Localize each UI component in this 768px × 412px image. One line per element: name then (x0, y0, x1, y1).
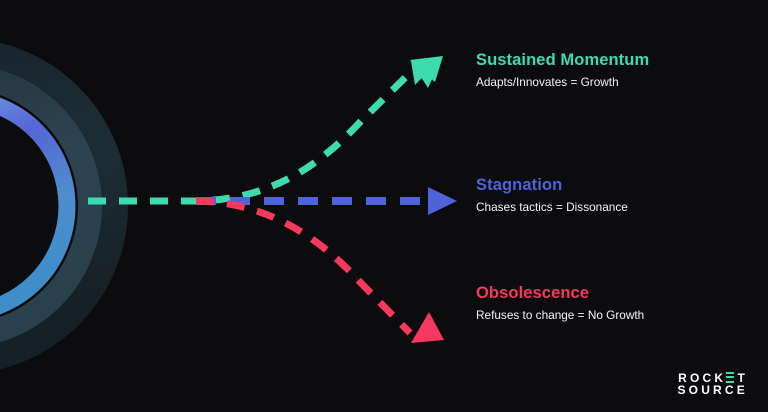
inner-ring (0, 97, 76, 315)
stagnation-title: Stagnation (476, 176, 563, 194)
stagnation-subtitle: Chases tactics = Dissonance (476, 200, 628, 215)
outer-ring (0, 42, 128, 370)
sustained-momentum-path (88, 56, 443, 205)
rocket-source-logo: ROCK T SOURCE (677, 370, 748, 397)
logo-line-source: SOURCE (677, 382, 748, 397)
momentum-arrowhead-solid (410, 56, 443, 88)
logo-rocket-prefix: ROCK (678, 370, 727, 385)
sustained-momentum-subtitle: Adapts/Innovates = Growth (476, 75, 619, 90)
stagnation-path (196, 187, 457, 215)
obsolescence-path (195, 197, 444, 343)
obsolescence-title: Obsolescence (476, 284, 590, 302)
obsolescence-subtitle: Refuses to change = No Growth (476, 308, 645, 323)
middle-ring (0, 69, 102, 343)
ring-stack (0, 42, 128, 370)
momentum-arrowhead (411, 56, 443, 85)
logo-rocket-suffix: T (737, 370, 748, 385)
logo-line-rocket: ROCK T (677, 370, 748, 385)
label-obsolescence: Obsolescence Refuses to change = No Grow… (476, 284, 644, 322)
stagnation-arrowhead (428, 187, 457, 215)
sustained-momentum-title: Sustained Momentum (476, 51, 650, 69)
obsolescence-dashed-line (195, 197, 413, 336)
logo-accent-e-icon (726, 371, 735, 383)
label-stagnation: Stagnation Chases tactics = Dissonance (476, 176, 628, 214)
momentum-dashed-line (88, 68, 415, 205)
label-sustained-momentum: Sustained Momentum Adapts/Innovates = Gr… (476, 51, 649, 89)
obsolescence-arrowhead (411, 312, 444, 343)
